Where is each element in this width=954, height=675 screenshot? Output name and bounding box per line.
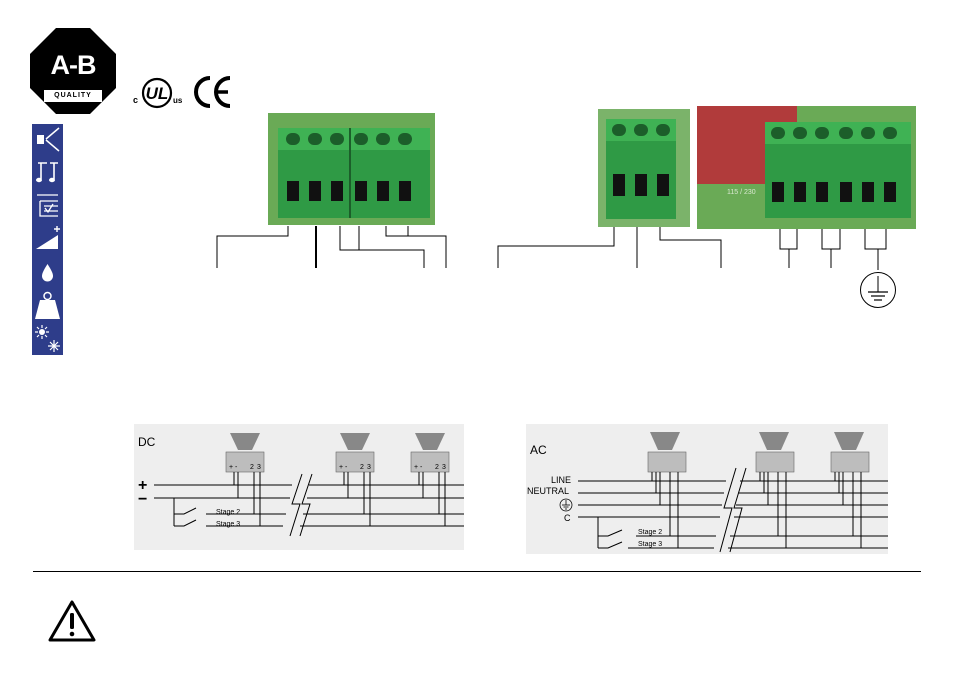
music-note-icon xyxy=(36,162,58,183)
warning-icon xyxy=(48,600,96,642)
svg-text:+ -: + - xyxy=(339,464,348,471)
svg-text:c: c xyxy=(133,95,138,105)
power-terminal-block-photo: 115 / 230 xyxy=(697,106,916,229)
svg-text:+ -: + - xyxy=(229,464,238,471)
svg-text:DC: DC xyxy=(138,435,156,449)
svg-text:3: 3 xyxy=(442,464,446,471)
protective-earth-icon xyxy=(860,272,896,308)
svg-text:2: 2 xyxy=(250,464,254,471)
svg-text:us: us xyxy=(173,96,183,105)
svg-text:+ -: + - xyxy=(414,464,423,471)
svg-text:−: − xyxy=(138,491,147,508)
volume-icon xyxy=(36,226,60,249)
svg-text:+: + xyxy=(138,477,147,494)
weight-icon xyxy=(35,291,60,319)
svg-text:Stage 3: Stage 3 xyxy=(216,521,240,528)
svg-text:Stage 2: Stage 2 xyxy=(216,509,240,516)
svg-text:Stage 3: Stage 3 xyxy=(638,541,662,548)
svg-text:LINE: LINE xyxy=(551,475,571,485)
svg-text:115 / 230: 115 / 230 xyxy=(727,189,756,196)
logo-letters: A-B xyxy=(50,50,97,80)
dc-terminal-block-photo xyxy=(268,113,435,225)
svg-text:2: 2 xyxy=(435,464,439,471)
ce-mark xyxy=(194,76,231,108)
allen-bradley-logo xyxy=(30,28,116,114)
svg-text:UL: UL xyxy=(146,84,169,103)
svg-text:AC: AC xyxy=(530,443,547,457)
svg-text:C: C xyxy=(564,513,571,523)
svg-text:NEUTRAL: NEUTRAL xyxy=(527,486,569,496)
ac-wiring-diagram: AC LINE NEUTRAL C Stage 2 Stage 3 xyxy=(526,424,888,554)
ip-rating-icon xyxy=(42,264,53,282)
svg-text:3: 3 xyxy=(367,464,371,471)
svg-text:3: 3 xyxy=(257,464,261,471)
ul-listing-mark: UL c us xyxy=(133,77,183,109)
ac-ground-icon xyxy=(559,498,573,512)
feature-icon-strip xyxy=(32,124,63,355)
temperature-icon xyxy=(35,325,60,352)
pattern-select-icon xyxy=(37,194,58,217)
dc-wiring-diagram: + - 2 3 + - 2 3 + - 2 3 DC + − Stage 2 S… xyxy=(134,424,464,550)
section-divider xyxy=(33,571,921,572)
ac-terminal-block-photo xyxy=(598,109,690,227)
logo-quality-text: QUALITY xyxy=(54,92,92,99)
horn-icon xyxy=(37,127,60,152)
svg-text:Stage 2: Stage 2 xyxy=(638,529,662,536)
svg-text:2: 2 xyxy=(360,464,364,471)
